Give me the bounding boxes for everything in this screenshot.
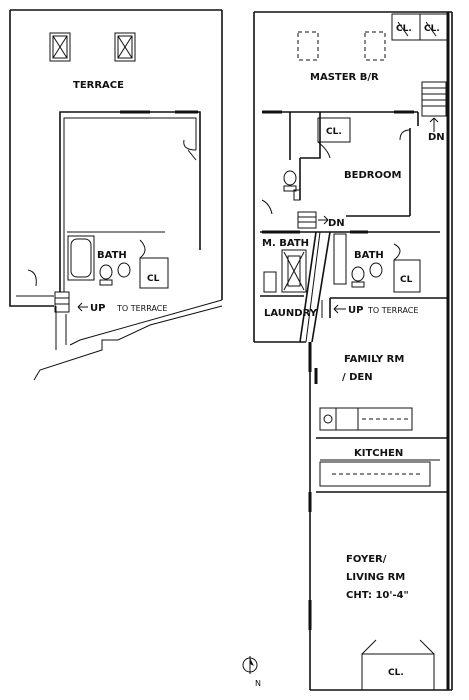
toilet-icon bbox=[99, 264, 113, 286]
living-rm-label: LIVING RM bbox=[346, 572, 405, 583]
kitchen-label: KITCHEN bbox=[354, 448, 403, 459]
closet-label: CL. bbox=[424, 24, 440, 34]
up-label: UP bbox=[348, 305, 363, 316]
family-rm-label: FAMILY RM bbox=[344, 354, 404, 365]
north-label: N bbox=[255, 679, 261, 688]
stair-arrow-icon bbox=[318, 215, 329, 225]
dn-label: DN bbox=[428, 132, 445, 143]
closet-label: CL. bbox=[326, 127, 342, 137]
m-bath-label: M. BATH bbox=[262, 238, 309, 249]
terrace-label: TERRACE bbox=[73, 80, 124, 91]
dn-label: DN bbox=[328, 218, 345, 229]
bath-label: BATH bbox=[354, 250, 384, 261]
up-label: UP bbox=[90, 303, 105, 314]
north-arrow-icon bbox=[242, 656, 258, 674]
to-terrace-label: TO TERRACE bbox=[367, 306, 418, 315]
skylight-icon bbox=[114, 32, 136, 62]
closet-label: CL bbox=[147, 274, 160, 284]
den-label: / DEN bbox=[342, 372, 373, 383]
laundry-label: LAUNDRY bbox=[264, 308, 318, 319]
stair-arrow-icon bbox=[429, 117, 439, 132]
toilet-icon bbox=[351, 266, 365, 288]
bedroom-label: BEDROOM bbox=[344, 170, 401, 181]
closet-label: CL. bbox=[388, 668, 404, 678]
closet-label: CL bbox=[400, 275, 413, 285]
stair-arrow-icon bbox=[333, 304, 346, 314]
upper-level-plan: TERRACE BATH CL UP TO TERRACE bbox=[9, 9, 223, 381]
stair-arrow-icon bbox=[77, 302, 88, 312]
foyer-label: FOYER/ bbox=[346, 554, 387, 565]
toilet-icon bbox=[283, 170, 297, 192]
to-terrace-label: TO TERRACE bbox=[116, 304, 167, 313]
closet-label: CL. bbox=[396, 24, 412, 34]
bathtub-icon bbox=[281, 249, 307, 293]
bathtub-icon bbox=[70, 238, 92, 278]
bath-label: BATH bbox=[97, 250, 127, 261]
cht-label: CHT: 10'-4" bbox=[346, 590, 409, 601]
skylight-icon bbox=[49, 32, 71, 62]
master-br-label: MASTER B/R bbox=[310, 72, 379, 83]
main-level-plan: MASTER B/R CL. CL. DN CL. BEDROOM DN M. … bbox=[253, 11, 453, 691]
